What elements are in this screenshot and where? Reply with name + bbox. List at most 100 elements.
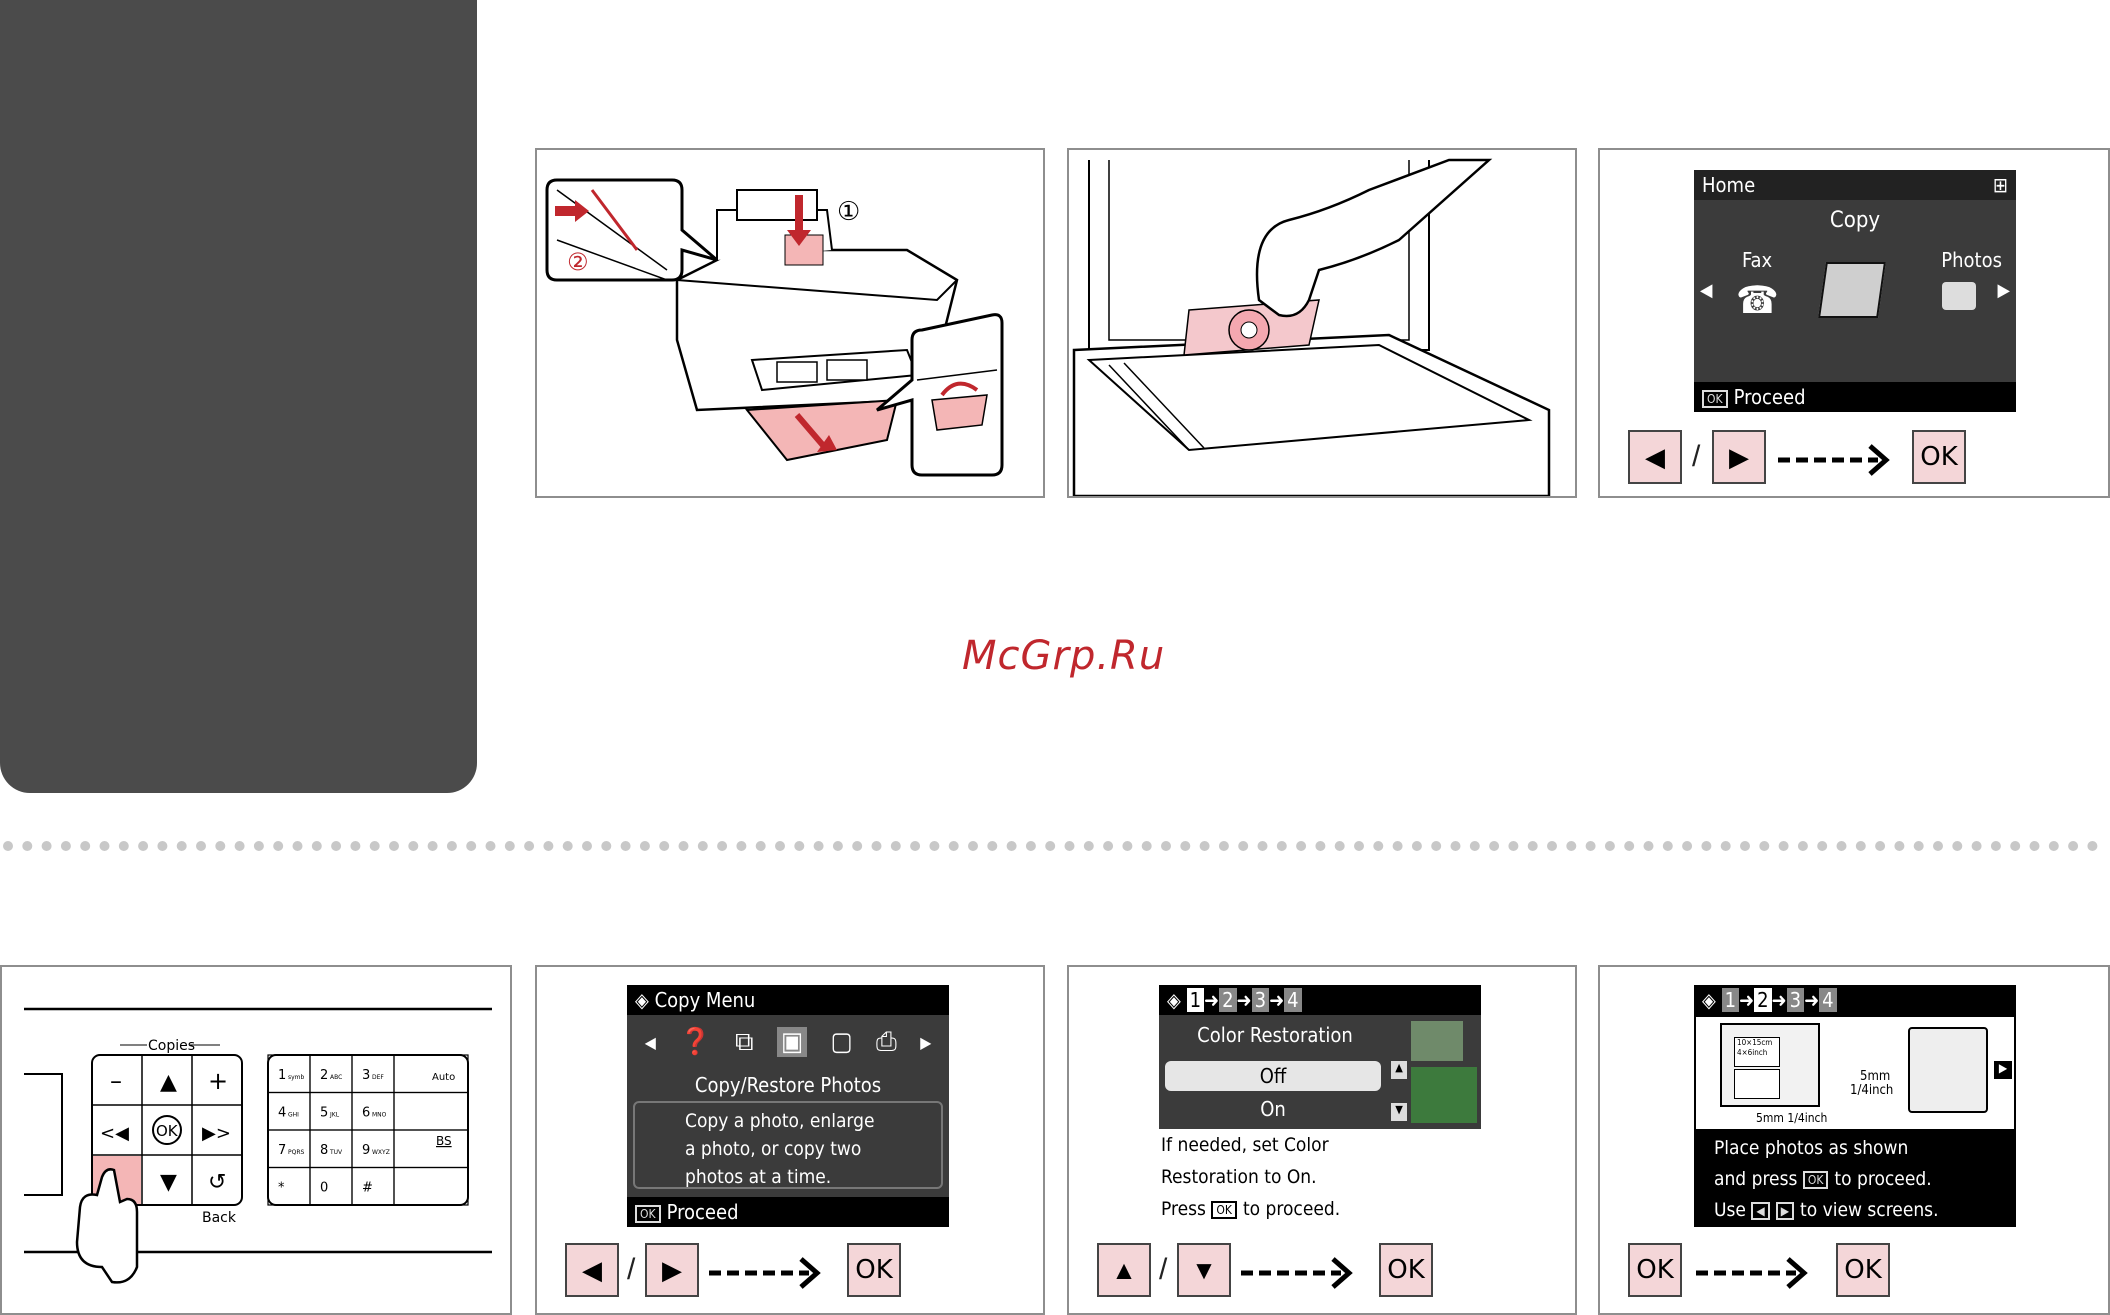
separator-dot [215, 841, 226, 851]
down-key[interactable]: ▼ [1177, 1243, 1231, 1297]
msg-line-1: Place photos as shown [1714, 1137, 1909, 1159]
place-photo-illustration [1067, 148, 1577, 498]
left-arrow-icon: ◀ [1700, 280, 1713, 301]
separator-dot [1354, 841, 1364, 851]
right-key[interactable]: ▶ [1712, 430, 1766, 484]
photo-copy-icon: ▣ [776, 1027, 808, 1057]
separator-dot [678, 841, 689, 851]
copy-menu-lcd: ◈ Copy Menu ◀ ❓ ⧉ ▣ ▢ ⎙ ▶ Copy/Restore P… [627, 985, 949, 1227]
separator-dot [1161, 841, 1171, 851]
ok-box-icon: OK [1802, 1170, 1829, 1189]
msg-end: to proceed. [1242, 1198, 1341, 1220]
step-4: 4 [1819, 988, 1837, 1012]
option-on[interactable]: On [1260, 1097, 1286, 1121]
separator-dot [1797, 841, 1808, 851]
dashed-arrow [1241, 1257, 1353, 1289]
separator-dot [1257, 841, 1268, 851]
color-restoration-step: ◈ 1➜2➜3➜4 Color Restoration Off On ▲ ▼ I… [1067, 965, 1577, 1315]
step-3: 3 [1786, 988, 1805, 1012]
separator-dot [1045, 841, 1056, 851]
up-key[interactable]: ▲ [1097, 1243, 1151, 1297]
paper-loading-illustration: ① ② [535, 148, 1045, 498]
step-1: 1 [1721, 988, 1740, 1012]
setting-title: Color Restoration [1197, 1023, 1353, 1047]
step-2: 2 [1754, 988, 1772, 1012]
ok-key-right[interactable]: OK [1836, 1243, 1890, 1297]
separator-dot [408, 841, 419, 851]
separator-dot [1952, 841, 1963, 851]
left-key[interactable]: ◀ [565, 1243, 619, 1297]
separator-dot [736, 841, 747, 851]
dashed-arrow [709, 1257, 821, 1289]
ok-key-left[interactable]: OK [1628, 1243, 1682, 1297]
home-left-label: Fax [1742, 248, 1773, 272]
separator-dot [157, 841, 168, 851]
separator-dot [427, 841, 438, 851]
down-key-icon[interactable]: ▼ [160, 1170, 177, 1195]
size-label-1: 10×15cm [1737, 1038, 1773, 1047]
separator-dot [1701, 841, 1712, 851]
keypad-key-sublabel: ABC [330, 1074, 342, 1081]
keypad-key-label: 1 [278, 1068, 286, 1083]
keypad-key-sublabel: WXYZ [372, 1149, 390, 1156]
copy-icon [1818, 262, 1886, 318]
place-photos-lcd: ◈ 1➜2➜3➜4 10×15cm 4×6inch 5mm 1/4inch 5m… [1694, 985, 2016, 1227]
separator-dot [1720, 841, 1731, 851]
separator-dot [1836, 841, 1847, 851]
camera-icon [1942, 282, 1976, 310]
ok-key[interactable]: OK [1379, 1243, 1433, 1297]
desc-line-2: a photo, or copy two [685, 1138, 862, 1160]
separator-dot [1006, 841, 1017, 851]
desc-line-1: Copy a photo, enlarge [685, 1110, 875, 1132]
function-key[interactable] [393, 1166, 469, 1206]
right-arrow-icon: ▶ [1997, 280, 2010, 301]
keypad-key-sublabel: DEF [372, 1074, 384, 1081]
ok-key[interactable]: OK [847, 1243, 901, 1297]
separator-dot [890, 841, 901, 851]
copy-menu-footer-label: Proceed [666, 1200, 739, 1224]
step-4: 4 [1284, 988, 1302, 1012]
right-key-icon[interactable]: ▶> [202, 1123, 231, 1144]
separator-dot [2010, 841, 2021, 851]
separator-dot [794, 841, 805, 851]
dashed-arrow [1696, 1257, 1808, 1289]
left-key-icon[interactable]: <◀ [100, 1123, 129, 1144]
separator-dot [273, 841, 284, 851]
separator-dot [2087, 841, 2098, 851]
separator-dot [1122, 841, 1133, 851]
ok-box-icon: OK [1211, 1200, 1237, 1219]
ok-button[interactable]: OK [156, 1122, 179, 1140]
copy-menu-step: ◈ Copy Menu ◀ ❓ ⧉ ▣ ▢ ⎙ ▶ Copy/Restore P… [535, 965, 1045, 1315]
step-2-label: ② [567, 248, 589, 276]
separator-dot [3, 841, 13, 851]
left-key[interactable]: ◀ [1628, 430, 1682, 484]
ok-key[interactable]: OK [1912, 430, 1966, 484]
size-label-2: 4×6inch [1737, 1048, 1768, 1057]
keypad-key-sublabel: TUV [329, 1149, 343, 1156]
separator-dot [446, 841, 457, 851]
step-1-label: ① [837, 197, 860, 227]
plus-key[interactable]: + [208, 1067, 228, 1095]
right-key[interactable]: ▶ [645, 1243, 699, 1297]
bs-label: BS [436, 1134, 452, 1148]
keypad-key-sublabel: symb [288, 1074, 305, 1081]
up-key-icon[interactable]: ▲ [160, 1070, 177, 1095]
place-photos-step: ◈ 1➜2➜3➜4 10×15cm 4×6inch 5mm 1/4inch 5m… [1598, 965, 2110, 1315]
separator-dot [1585, 841, 1596, 851]
separator-dot [1740, 841, 1750, 851]
step-1: 1 [1186, 988, 1205, 1012]
option-off[interactable]: Off [1165, 1061, 1381, 1091]
separator-dot [1064, 841, 1075, 851]
separator-dot [1662, 841, 1673, 851]
back-key-icon[interactable]: ↺ [208, 1170, 226, 1195]
keypad-key-label: 3 [362, 1068, 370, 1083]
auto-label: Auto [432, 1072, 455, 1083]
separator-dot [813, 841, 824, 851]
separator-dot [253, 841, 264, 851]
separator-dot [350, 841, 361, 851]
minus-key[interactable]: – [110, 1067, 122, 1095]
